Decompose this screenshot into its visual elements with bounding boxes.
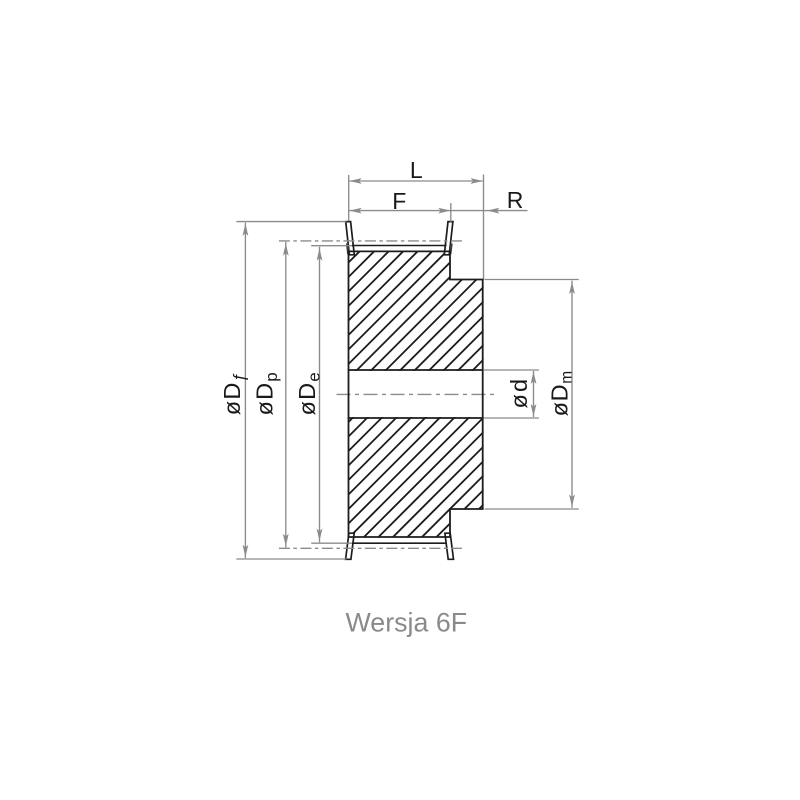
svg-text:ød: ød: [506, 377, 532, 409]
svg-text:F: F: [392, 188, 406, 214]
svg-text:R: R: [507, 187, 524, 213]
svg-text:L: L: [410, 157, 423, 183]
svg-text:Wersja 6F: Wersja 6F: [345, 607, 467, 637]
